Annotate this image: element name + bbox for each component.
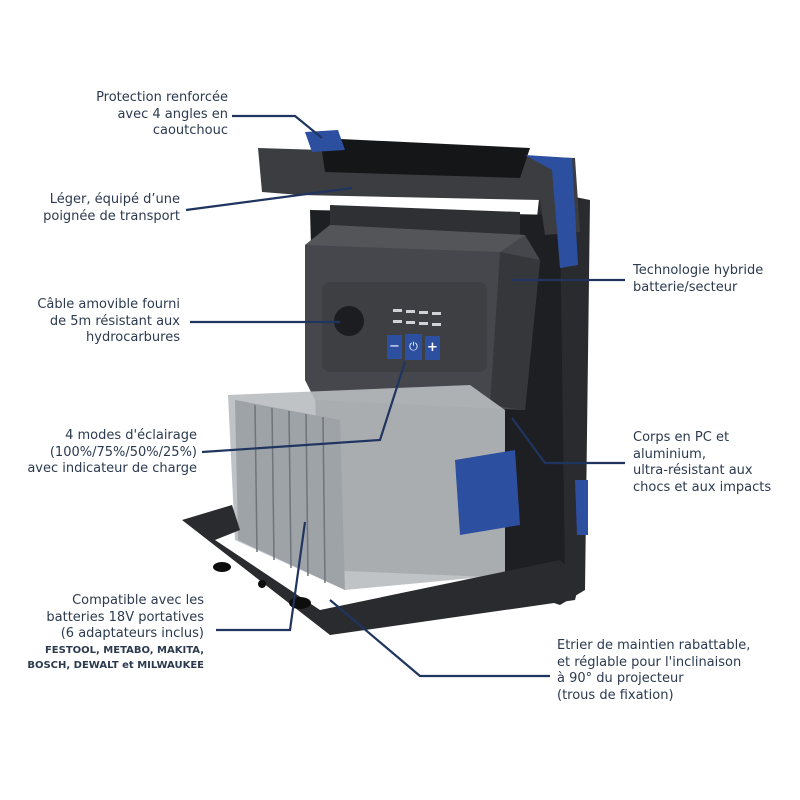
charge-indicator-leds xyxy=(393,309,441,326)
label-line: avec indicateur de charge xyxy=(27,461,197,476)
label-line: ultra-résistant aux xyxy=(633,463,753,478)
leader-etrier xyxy=(329,599,550,678)
glass-ribs xyxy=(254,404,326,584)
label-line: Corps en PC et xyxy=(633,430,730,445)
power-button[interactable]: ⏻ xyxy=(405,334,422,360)
label-line: aluminium, xyxy=(633,446,706,462)
label-line: caoutchouc xyxy=(152,123,228,138)
rubber-corner xyxy=(525,155,578,268)
label-line: batterie/secteur xyxy=(633,279,738,295)
label-cable: Câble amovible fourni de 5m résistant au… xyxy=(37,297,180,347)
label-line: Protection renforcée xyxy=(96,90,228,105)
label-technologie: Technologie hybride batterie/secteur xyxy=(633,263,763,296)
brand-list: FESTOOL, METABO, MAKITA, xyxy=(44,644,204,656)
label-etrier: Etrier de maintien rabattable, et réglab… xyxy=(557,638,750,704)
label-line: Etrier de maintien rabattable, xyxy=(557,638,751,653)
label-line: et réglable pour l'inclinaison xyxy=(557,654,742,670)
label-line: (100%/75%/50%/25%) xyxy=(49,444,197,460)
label-line: Léger, équipé d’une xyxy=(49,192,180,207)
leader-lines xyxy=(185,114,625,678)
fixing-hole xyxy=(258,580,266,588)
label-line: avec 4 angles en xyxy=(117,106,228,122)
base-stand xyxy=(182,505,580,635)
label-line: poignée de transport xyxy=(43,208,180,224)
label-line: de 5m résistant aux xyxy=(49,313,180,329)
label-line: hydrocarbures xyxy=(86,330,180,345)
lamp-head-top xyxy=(305,225,525,252)
rubber-corner xyxy=(305,130,345,152)
brand-list: BOSCH, DEWALT et MILWAUKEE xyxy=(27,659,204,671)
label-line: Technologie hybride xyxy=(633,263,764,278)
leader-leger xyxy=(185,186,353,212)
label-corps: Corps en PC et aluminium, ultra-résistan… xyxy=(633,430,771,496)
label-protection: Protection renforcée avec 4 angles en ca… xyxy=(96,90,228,140)
battery-adapter xyxy=(455,450,520,535)
power-icon: ⏻ xyxy=(409,340,418,353)
rubber-corner xyxy=(575,480,588,535)
handle-grip xyxy=(320,138,530,178)
label-modes: 4 modes d'éclairage (100%/75%/50%/25%) a… xyxy=(27,428,197,478)
label-line: (trous de fixation) xyxy=(557,687,674,703)
leader-modes xyxy=(201,361,407,454)
control-panel xyxy=(322,282,487,372)
cable-socket-knob xyxy=(334,306,364,336)
label-line: chocs et aux impacts xyxy=(633,479,772,495)
label-line: batteries 18V portatives xyxy=(46,609,204,625)
minus-button[interactable]: − xyxy=(387,335,402,359)
leader-protection xyxy=(232,114,323,139)
label-line: (6 adaptateurs inclus) xyxy=(60,626,204,641)
label-compatible: Compatible avec les batteries 18V portat… xyxy=(27,593,204,673)
lamp-head-side xyxy=(490,252,540,410)
label-line: à 90° du projecteur xyxy=(557,671,684,686)
fixing-hole xyxy=(213,562,231,572)
label-line: Compatible avec les xyxy=(72,593,204,608)
label-line: 4 modes d'éclairage xyxy=(65,428,197,443)
leader-compatible xyxy=(216,521,307,632)
plus-button[interactable]: + xyxy=(425,336,440,360)
label-leger: Léger, équipé d’une poignée de transport xyxy=(43,192,180,225)
label-line: Câble amovible fourni xyxy=(37,297,180,312)
leader-corps xyxy=(511,417,625,465)
